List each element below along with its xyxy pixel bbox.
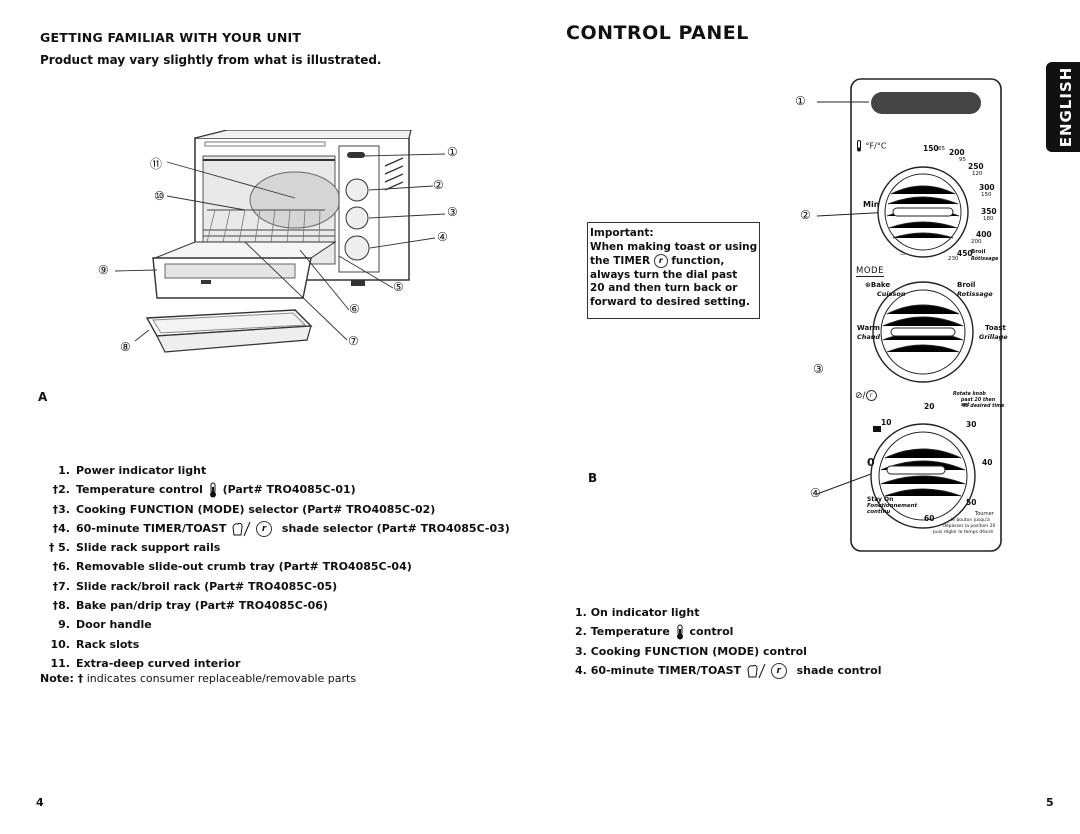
panel-callout-2: ② <box>800 208 811 222</box>
page-number-right: 5 <box>1046 796 1054 809</box>
toast-label: Toast <box>985 324 1006 332</box>
panel-callout-1: ① <box>795 94 806 108</box>
callout-3: ③ <box>447 205 458 219</box>
list-item: †6.Removable slide-out crumb tray (Part#… <box>52 560 412 574</box>
controls-list: 1. On indicator light 2. Temperature con… <box>575 603 881 680</box>
section-subheading: Product may vary slightly from what is i… <box>40 53 382 67</box>
fr-note: puis régler le temps désiré <box>933 530 994 535</box>
temp-tick: 250 <box>968 162 984 171</box>
callout-6: ⑥ <box>349 302 360 316</box>
temp-tick: 150 <box>981 192 992 198</box>
important-box: Important: When making toast or using th… <box>587 222 760 319</box>
parts-list: 1.Power indicator light †2.Temperature c… <box>34 461 510 673</box>
list-item: † 5.Slide rack support rails <box>48 541 221 555</box>
list-item: †3.Cooking FUNCTION (MODE) selector (Par… <box>52 502 436 516</box>
toast-icon <box>747 663 766 679</box>
cuisson-label: Cuisson <box>877 290 906 298</box>
timer-tick: 40 <box>982 458 993 467</box>
list-item: 2. Temperature control <box>575 624 734 640</box>
timer-tick: 20 <box>924 402 935 411</box>
warm-label: Warm <box>857 324 880 332</box>
rotate-note: past 20 then set <box>961 398 996 408</box>
timer-tick: 0 <box>867 456 875 469</box>
list-item: †8.Bake pan/drip tray (Part# TRO4085C-06… <box>52 599 328 613</box>
temp-tick: 180 <box>983 216 994 222</box>
page-title: CONTROL PANEL <box>566 22 749 44</box>
broil-label: Broil <box>971 249 986 255</box>
temp-tick: 230 <box>948 256 959 262</box>
callout-4: ④ <box>437 230 448 244</box>
fr-note: le bouton jusqu'à <box>951 518 990 523</box>
temp-tick: 200 <box>949 148 965 157</box>
temp-tick: 400 <box>976 230 992 239</box>
list-item: 9.Door handle <box>58 618 152 632</box>
list-item: †2.Temperature control (Part# TRO4085C-0… <box>52 482 356 498</box>
section-heading: GETTING FAMILIAR WITH YOUR UNIT <box>40 30 302 45</box>
callout-1: ① <box>447 145 458 159</box>
temp-tick: 65 <box>938 146 945 152</box>
page-number-left: 4 <box>36 796 44 809</box>
list-item: 1. On indicator light <box>575 606 700 619</box>
control-panel-illustration: ① ② ③ ④ °F/°C 150 65 200 95 250 120 300 … <box>795 78 1008 553</box>
language-tab: ENGLISH <box>1046 62 1080 152</box>
temp-tick: 350 <box>981 207 997 216</box>
list-item: 10.Rack slots <box>50 637 140 651</box>
timer-icon: r <box>653 254 668 268</box>
list-item: 1.Power indicator light <box>58 464 207 477</box>
figure-label-a: A <box>38 390 48 404</box>
callout-10: ⑩ <box>154 189 165 203</box>
list-item: 3. Cooking FUNCTION (MODE) control <box>575 644 807 658</box>
tourner-label: Tourner <box>975 511 994 517</box>
panel-callout-3: ③ <box>813 362 824 376</box>
rotate-note: Rotate knob <box>953 392 986 397</box>
toast-icon: ♨ <box>899 248 907 257</box>
temp-tick: 200 <box>971 239 982 245</box>
callout-9: ⑨ <box>98 263 109 277</box>
replaceable-parts-note: Note: † indicates consumer replaceable/r… <box>40 672 357 685</box>
callout-2: ② <box>433 178 444 192</box>
stay-on-label-fr: Fonctionnement <box>867 503 918 509</box>
timer-tick: 60 <box>924 514 935 523</box>
list-item: †7.Slide rack/broil rack (Part# TRO4085C… <box>52 579 338 593</box>
temp-tick: 150 <box>923 144 939 153</box>
figure-label-b: B <box>588 471 598 485</box>
callout-5: ⑤ <box>393 280 404 294</box>
timer-tick: 50 <box>966 498 977 507</box>
callout-7: ⑦ <box>348 334 359 348</box>
callout-8: ⑧ <box>120 340 131 354</box>
stay-on-label: Stay On <box>867 496 894 503</box>
thermometer-icon <box>209 482 216 498</box>
toast-timer-icon: ⊘/r <box>855 390 877 401</box>
broil-label-fr: Rôtissage <box>971 256 999 262</box>
panel-outline <box>816 78 1002 552</box>
panel-callout-4: ④ <box>810 486 821 500</box>
temp-tick: 450 <box>957 249 973 258</box>
temp-tick: 120 <box>972 171 983 177</box>
list-item: 4. 60-minute TIMER/TOAST r shade control <box>575 662 882 679</box>
list-item: †4.60-minute TIMER/TOAST r shade selecto… <box>52 520 510 537</box>
broil-mode-label: Broil <box>957 281 976 289</box>
thermometer-icon <box>676 624 683 640</box>
grillage-label: Grillage <box>979 333 1008 341</box>
mode-label: MODE <box>856 266 884 277</box>
toast-icon <box>232 521 251 537</box>
callout-11: ⑪ <box>150 157 163 171</box>
toaster-oven-illustration <box>114 130 446 353</box>
fr-note: dépasser la position 20 <box>943 524 996 529</box>
rotate-note: to desired time <box>963 404 1005 409</box>
bake-label: ⊛Bake <box>865 281 891 289</box>
stay-on-label-fr: continu <box>867 509 891 515</box>
list-item: 11.Extra-deep curved interior <box>50 656 241 670</box>
rotissage-label: Rotissage <box>957 290 993 298</box>
timer-icon: r <box>770 662 787 679</box>
temp-tick: 300 <box>979 183 995 192</box>
timer-tick: 30 <box>966 420 977 429</box>
temp-unit-label: °F/°C <box>855 140 886 152</box>
thermometer-icon <box>857 140 861 152</box>
timer-tick: 10 <box>881 418 892 427</box>
min-label: Min <box>863 200 880 209</box>
timer-icon: r <box>256 520 273 537</box>
temp-tick: 95 <box>959 157 966 163</box>
chaud-label: Chaud <box>857 333 881 341</box>
